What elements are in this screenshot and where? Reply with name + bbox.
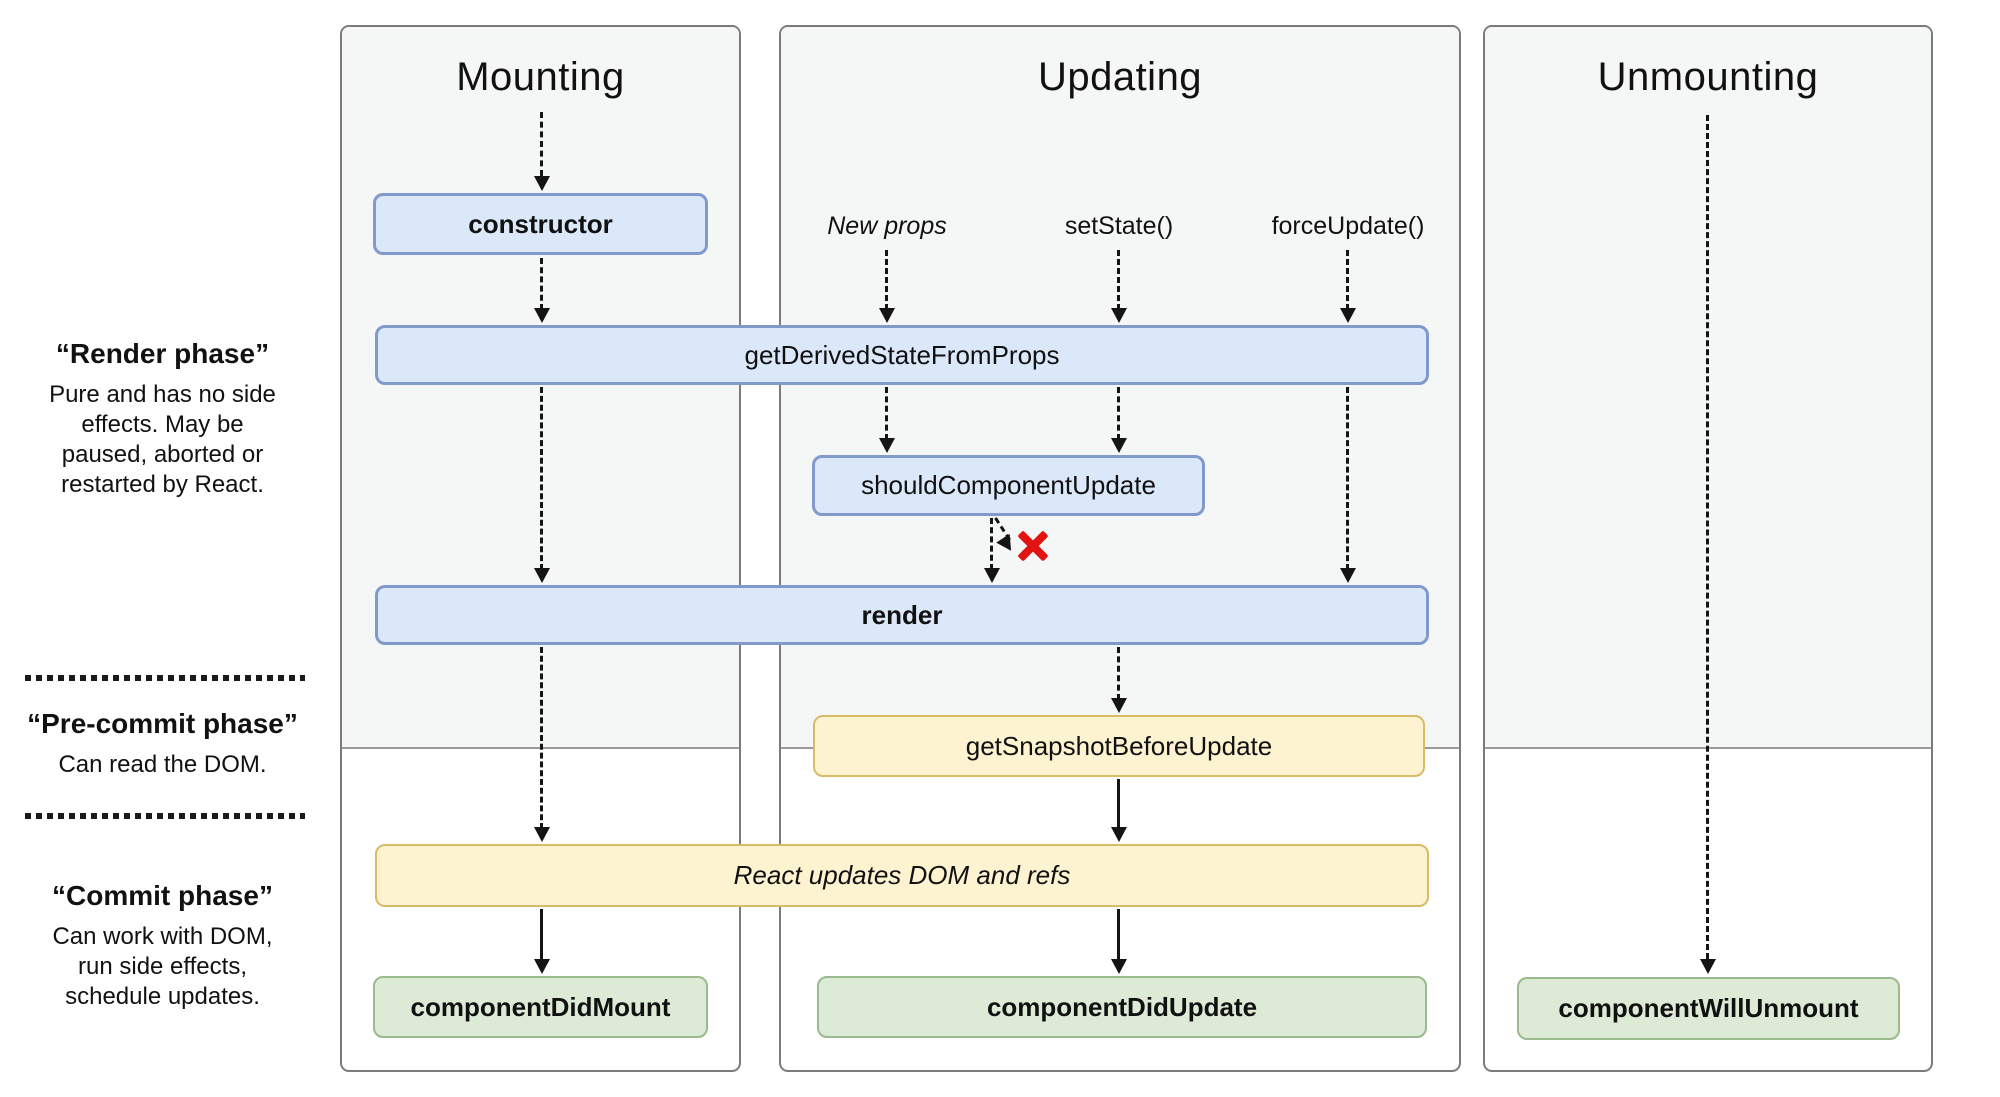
arrowhead-down-icon — [534, 568, 550, 583]
arrowhead-down-icon — [984, 568, 1000, 583]
pre-commit-phase-annotation: “Pre-commit phase” Can read the DOM. — [15, 708, 310, 780]
arrow-reactupdates-to-didupdate — [1117, 909, 1120, 961]
getderivedstatefromprops-box: getDerivedStateFromProps — [375, 325, 1429, 385]
arrowhead-down-icon — [879, 308, 895, 323]
arrow-render-to-reactupdates-mounting — [540, 647, 543, 829]
commit-phase-desc-line: Can work with DOM, — [52, 923, 273, 950]
arrowhead-down-icon — [1340, 568, 1356, 583]
arrowhead-down-icon — [1340, 308, 1356, 323]
render-phase-desc-line: effects. May be — [81, 411, 244, 438]
arrow-getderived-to-shouldupdate-right — [1117, 387, 1120, 440]
setstate-label: setState() — [1064, 212, 1174, 240]
render-phase-desc-line: paused, aborted or — [61, 441, 264, 468]
arrowhead-down-icon — [534, 176, 550, 191]
forceupdate-label: forceUpdate() — [1271, 212, 1425, 240]
arrow-reactupdates-to-didmount — [540, 909, 543, 961]
render-phase-title: “Render phase” — [55, 338, 270, 369]
arrowhead-down-icon — [534, 959, 550, 974]
arrow-title-to-willunmount — [1706, 115, 1709, 959]
arrowhead-down-icon — [1700, 959, 1716, 974]
arrowhead-down-icon — [1111, 438, 1127, 453]
commit-phase-desc-line: run side effects, — [78, 953, 247, 980]
mounting-column-title: Mounting — [456, 55, 625, 99]
pre-commit-phase-title: “Pre-commit phase” — [27, 708, 298, 739]
arrow-newprops-to-getderived — [885, 250, 888, 310]
arrow-getsnapshot-to-reactupdates — [1117, 779, 1120, 829]
updating-column-panel: Updating — [779, 25, 1461, 1072]
phase-separator — [25, 813, 305, 819]
arrowhead-down-icon — [879, 438, 895, 453]
commit-phase-desc-line: schedule updates. — [65, 983, 260, 1010]
arrow-render-to-getsnapshot — [1117, 647, 1120, 700]
arrowhead-down-icon — [534, 308, 550, 323]
render-phase-desc-line: Pure and has no side — [49, 381, 276, 408]
unmounting-column-title: Unmounting — [1597, 55, 1819, 99]
render-box: render — [375, 585, 1429, 645]
componentdidmount-box: componentDidMount — [373, 976, 708, 1038]
no-update-x-icon — [1014, 527, 1052, 565]
arrow-shouldupdate-to-render — [990, 518, 993, 570]
arrow-constructor-to-getderived — [540, 258, 543, 310]
constructor-box: constructor — [373, 193, 708, 255]
phase-separator — [25, 675, 305, 681]
pre-commit-phase-desc-line: Can read the DOM. — [58, 751, 267, 778]
render-phase-annotation: “Render phase” Pure and has no side effe… — [15, 338, 310, 500]
commit-phase-annotation: “Commit phase” Can work with DOM, run si… — [15, 880, 310, 1012]
arrow-forceupdate-to-getderived — [1346, 250, 1349, 310]
new-props-label: New props — [827, 212, 947, 240]
arrow-getderived-to-shouldupdate-left — [885, 387, 888, 440]
arrow-forceupdate-to-render — [1346, 387, 1349, 570]
arrow-setstate-to-getderived — [1117, 250, 1120, 310]
getsnapshotbeforeupdate-box: getSnapshotBeforeUpdate — [813, 715, 1425, 777]
arrowhead-down-icon — [1111, 698, 1127, 713]
componentdidupdate-box: componentDidUpdate — [817, 976, 1427, 1038]
arrowhead-down-icon — [1111, 827, 1127, 842]
render-phase-desc-line: restarted by React. — [61, 471, 264, 498]
arrowhead-down-icon — [534, 827, 550, 842]
componentwillunmount-box: componentWillUnmount — [1517, 977, 1900, 1040]
shouldcomponentupdate-box: shouldComponentUpdate — [812, 455, 1205, 516]
commit-phase-title: “Commit phase” — [52, 880, 273, 911]
react-updates-dom-box: React updates DOM and refs — [375, 844, 1429, 907]
arrowhead-down-icon — [1111, 959, 1127, 974]
arrow-title-to-constructor — [540, 112, 543, 176]
arrow-getderived-to-render-mounting — [540, 387, 543, 570]
arrowhead-down-icon — [1111, 308, 1127, 323]
updating-column-title: Updating — [1037, 55, 1203, 99]
